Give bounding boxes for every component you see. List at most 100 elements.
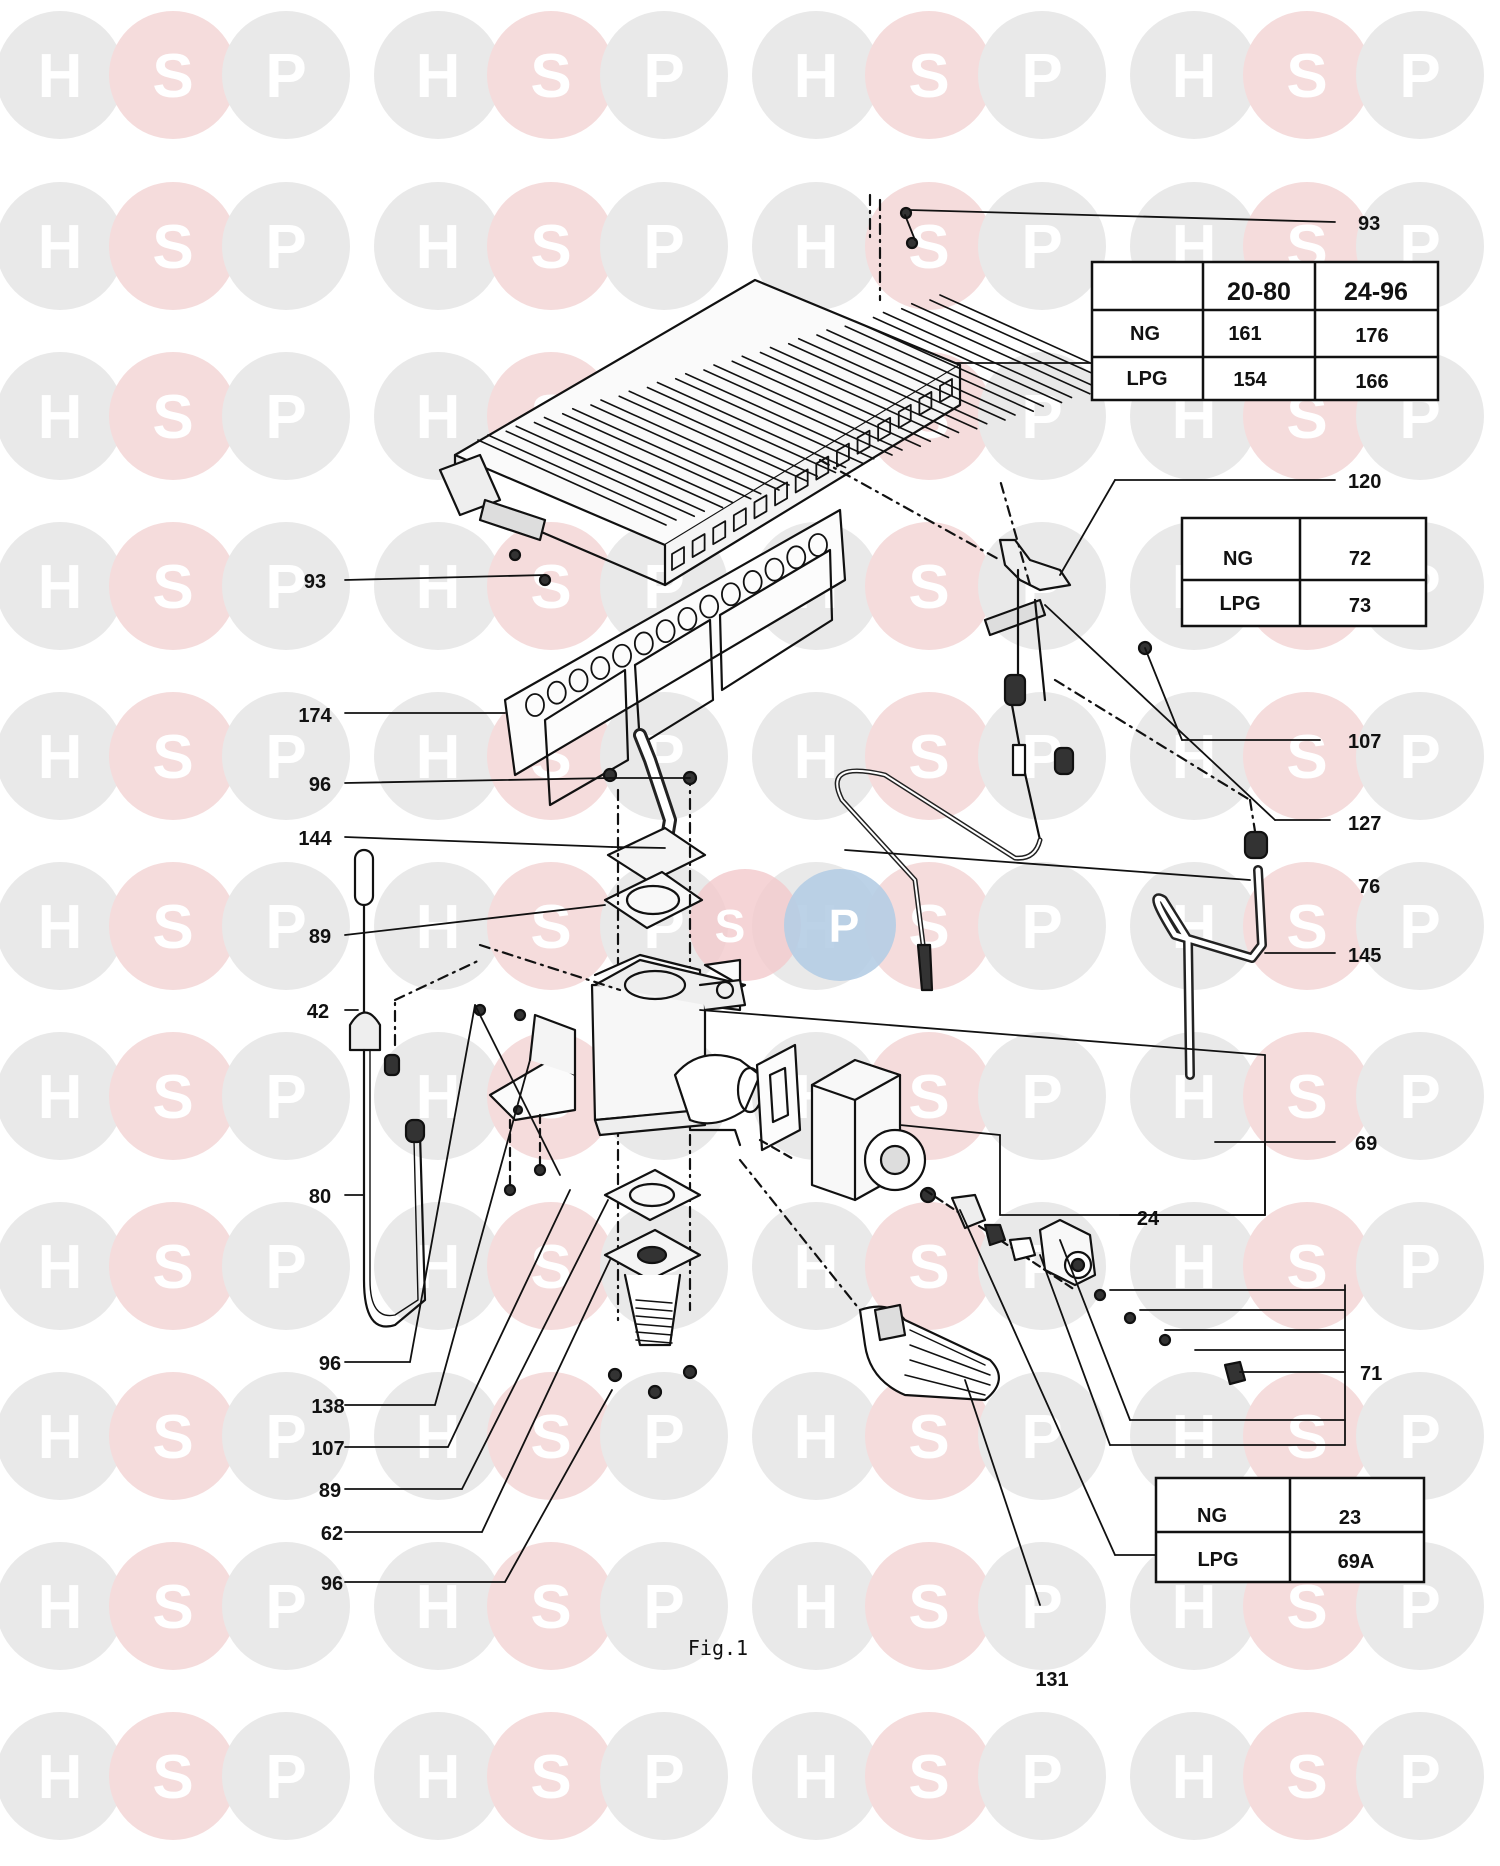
watermark-letter: H bbox=[416, 213, 461, 282]
watermark-letter: P bbox=[1399, 1403, 1440, 1472]
plate-hole bbox=[786, 545, 807, 570]
watermark-circle bbox=[109, 862, 237, 990]
plate-hole bbox=[633, 631, 654, 656]
watermark-circle bbox=[600, 692, 728, 820]
table-pilot-lpg-value: 73 bbox=[1349, 595, 1371, 617]
watermark-circle bbox=[222, 1202, 350, 1330]
watermark-circle bbox=[600, 182, 728, 310]
watermark-letter: S bbox=[530, 893, 571, 962]
burner-window bbox=[691, 533, 706, 558]
watermark-circle bbox=[0, 862, 124, 990]
watermark-circle bbox=[0, 352, 124, 480]
burner-blade bbox=[759, 346, 960, 439]
watermark-circle bbox=[1243, 1202, 1371, 1330]
watermark-letter: H bbox=[38, 1063, 83, 1132]
watermark-letter: S bbox=[1286, 723, 1327, 792]
figure-caption: Fig.1 bbox=[688, 1636, 748, 1660]
watermark-circle bbox=[0, 1712, 124, 1840]
watermark-letter: H bbox=[38, 1573, 83, 1642]
burner-window bbox=[897, 403, 912, 429]
watermark-circle bbox=[222, 692, 350, 820]
watermark-circle bbox=[600, 1542, 728, 1670]
watermark-letter: S bbox=[1286, 1063, 1327, 1132]
watermark-circle bbox=[1243, 1372, 1371, 1500]
plate-hole bbox=[655, 619, 676, 644]
watermark-circle bbox=[109, 1032, 237, 1160]
table-burner-ng-20-80: 161 bbox=[1228, 323, 1261, 345]
label-89-bottom: 89 bbox=[319, 1480, 341, 1502]
watermark-circle bbox=[752, 1542, 880, 1670]
watermark-circle bbox=[0, 692, 124, 820]
burner-blade bbox=[618, 390, 819, 483]
watermark-letter: S bbox=[1286, 1573, 1327, 1642]
watermark-circle bbox=[752, 1712, 880, 1840]
thread-line bbox=[635, 1323, 673, 1328]
leader-lines bbox=[344, 209, 1346, 1606]
watermark-letter: S bbox=[1286, 1403, 1327, 1472]
watermark-circle bbox=[487, 182, 615, 310]
watermark-circle bbox=[222, 1542, 350, 1670]
watermark-letter: H bbox=[1172, 1403, 1217, 1472]
watermark-letter: P bbox=[1399, 1233, 1440, 1302]
label-93-left: 93 bbox=[304, 571, 326, 593]
watermark-letter: S bbox=[152, 1743, 193, 1812]
watermark-circle bbox=[978, 1542, 1106, 1670]
watermark-letter: P bbox=[265, 553, 306, 622]
watermark-letter: H bbox=[38, 213, 83, 282]
watermark-letter: P bbox=[265, 1233, 306, 1302]
watermark-circle bbox=[374, 862, 502, 990]
part-labels: 93 120 93 174 107 96 127 144 76 89 145 4… bbox=[298, 213, 1382, 1691]
plate-hole bbox=[590, 656, 611, 680]
pilot-pipe bbox=[1152, 830, 1269, 1080]
burner-window bbox=[753, 494, 768, 520]
burner-window bbox=[671, 546, 685, 571]
label-62: 62 bbox=[321, 1523, 343, 1545]
watermark-letter: H bbox=[38, 553, 83, 622]
watermark-circle bbox=[1130, 1372, 1258, 1500]
watermark-letter: S bbox=[1286, 42, 1327, 111]
watermark-letter: H bbox=[416, 893, 461, 962]
watermark-letter: H bbox=[416, 383, 461, 452]
burner-window bbox=[794, 468, 809, 494]
watermark-letter: S bbox=[908, 42, 949, 111]
watermark-letter: P bbox=[1399, 893, 1440, 962]
watermark-circle bbox=[752, 692, 880, 820]
watermark-letter: H bbox=[38, 723, 83, 792]
watermark-letter: S bbox=[152, 1233, 193, 1302]
watermark-circle bbox=[222, 182, 350, 310]
label-71: 71 bbox=[1360, 1363, 1382, 1385]
table-injector-ng-value: 23 bbox=[1339, 1507, 1361, 1529]
watermark-circle bbox=[752, 1372, 880, 1500]
watermark-circle bbox=[222, 1372, 350, 1500]
watermark-circle bbox=[865, 862, 993, 990]
watermark-circle bbox=[1356, 1032, 1484, 1160]
table-pilot-row-lpg-label: LPG bbox=[1219, 593, 1260, 615]
watermark-circle bbox=[865, 1542, 993, 1670]
label-145: 145 bbox=[1348, 945, 1381, 967]
watermark-letter: H bbox=[416, 1743, 461, 1812]
burner-blade bbox=[872, 311, 1073, 404]
label-120: 120 bbox=[1348, 471, 1381, 493]
plate-hole bbox=[808, 533, 828, 557]
label-42: 42 bbox=[307, 1001, 329, 1023]
burner-window bbox=[918, 391, 933, 416]
watermark-circle bbox=[978, 1712, 1106, 1840]
label-174: 174 bbox=[298, 705, 332, 727]
label-89-top: 89 bbox=[309, 926, 331, 948]
watermark-circle bbox=[0, 1032, 124, 1160]
table-burner-row-lpg-label: LPG bbox=[1126, 368, 1167, 390]
table-burner-ng-24-96: 176 bbox=[1355, 325, 1388, 347]
watermark-circle bbox=[109, 1372, 237, 1500]
watermark-circle bbox=[978, 1372, 1106, 1500]
watermark-circle bbox=[374, 1542, 502, 1670]
label-107-left: 107 bbox=[311, 1438, 344, 1460]
watermark-letter: H bbox=[1172, 1233, 1217, 1302]
watermark-letter: H bbox=[416, 553, 461, 622]
plate-hole bbox=[568, 668, 589, 693]
burner-blade bbox=[477, 434, 677, 526]
thread-line bbox=[635, 1315, 673, 1320]
watermark-letter: P bbox=[643, 42, 684, 111]
burner-window bbox=[877, 416, 892, 442]
control-knob bbox=[738, 1158, 1000, 1402]
